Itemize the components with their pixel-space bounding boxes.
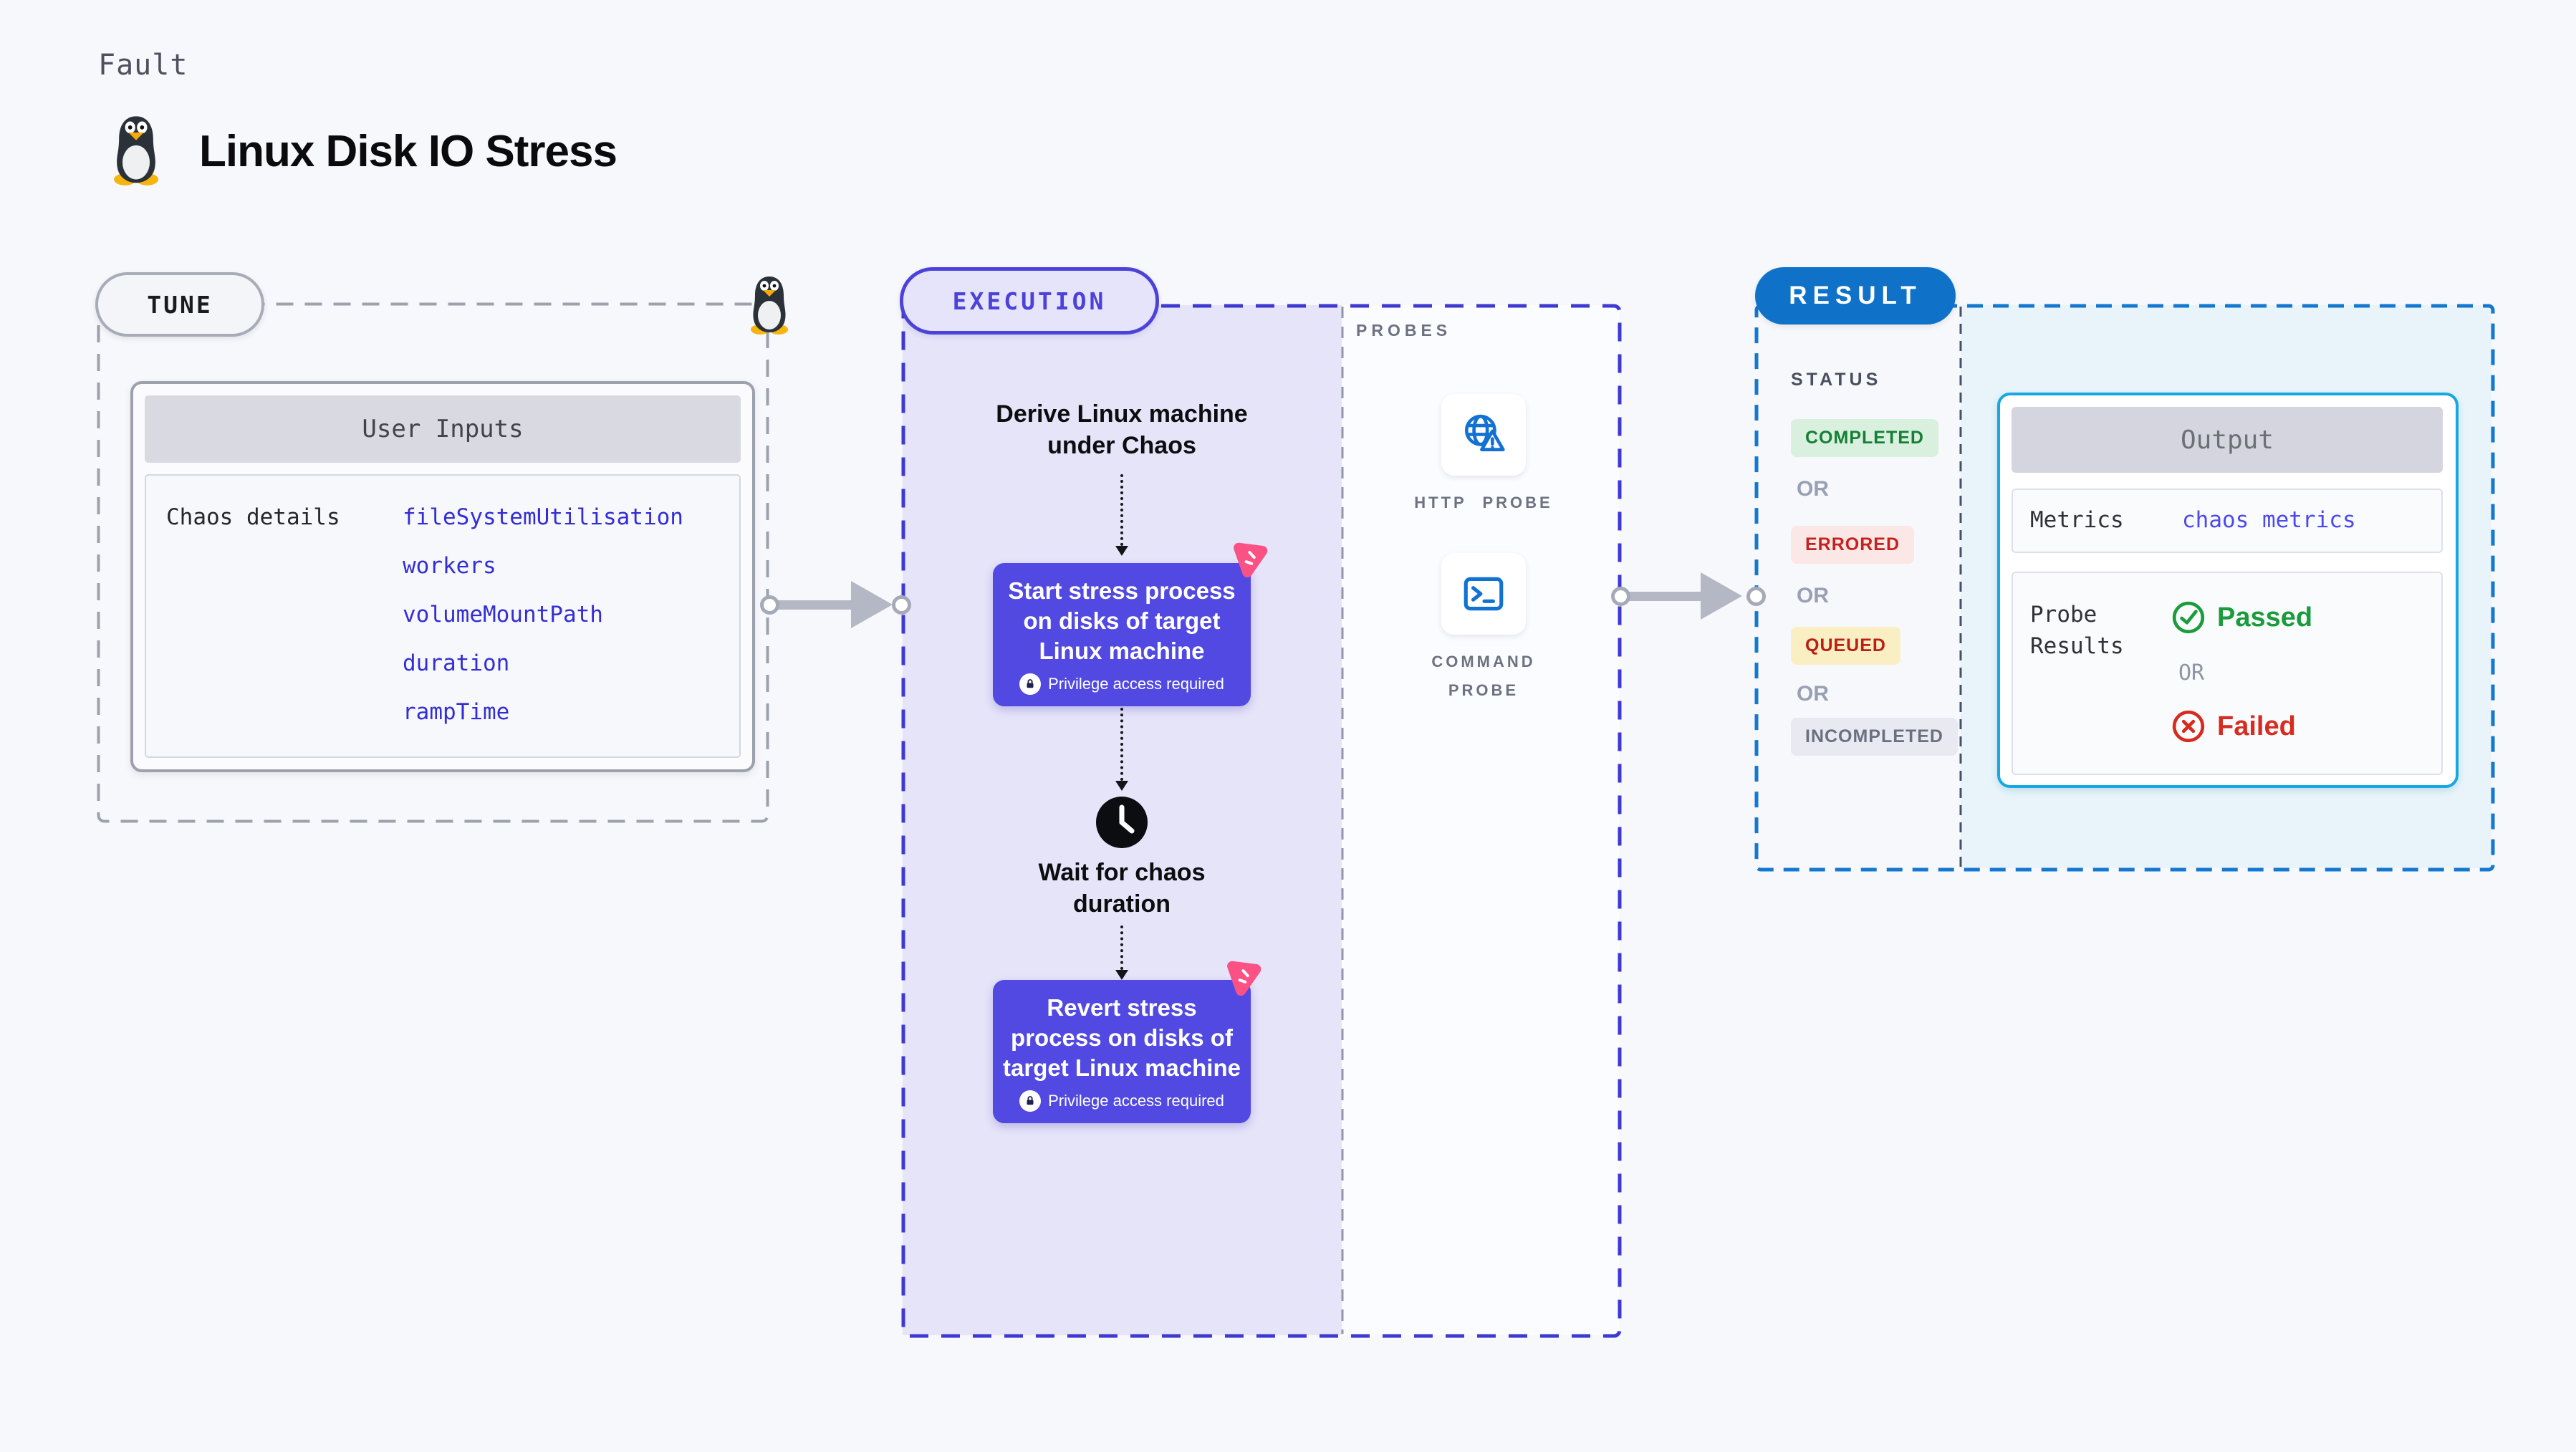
or-label: OR xyxy=(1797,477,1829,501)
probes-zone-label: PROBES xyxy=(1356,321,1452,340)
status-badge-completed: COMPLETED xyxy=(1791,419,1938,457)
clock-icon xyxy=(1095,795,1149,850)
start-stress-node: Start stress process on disks of target … xyxy=(993,563,1251,706)
execution-to-result-arrow-line xyxy=(1620,592,1703,601)
privilege-label: Privilege access required xyxy=(1048,1092,1224,1110)
connector-dot xyxy=(1611,587,1630,606)
derive-step-text: Derive Linux machine under Chaos xyxy=(996,400,1248,459)
flow-arrow-head xyxy=(1115,781,1128,791)
or-label: OR xyxy=(1797,584,1829,607)
or-label: OR xyxy=(1797,682,1829,706)
connector-dot xyxy=(1746,587,1766,606)
flow-arrow-head xyxy=(1115,546,1128,556)
probe-results-row: Probe Results Passed OR Failed xyxy=(2012,572,2443,775)
output-card-header: Output xyxy=(2012,407,2443,473)
command-probe-card xyxy=(1441,553,1526,635)
flow-arrow xyxy=(1120,474,1123,546)
flow-arrow xyxy=(1120,708,1123,781)
status-badge-queued: QUEUED xyxy=(1791,627,1900,665)
execution-to-result-arrow-head xyxy=(1701,572,1742,620)
x-circle-icon xyxy=(2172,710,2205,743)
page-title: Linux Disk IO Stress xyxy=(199,127,617,176)
tune-value: fileSystemUtilisation xyxy=(403,504,683,530)
wait-step-text: Wait for chaos duration xyxy=(1038,859,1206,918)
http-probe-card xyxy=(1441,394,1526,476)
status-column-label: STATUS xyxy=(1791,370,1882,390)
linux-penguin-icon xyxy=(105,115,168,186)
result-section-pill: RESULT xyxy=(1755,267,1956,324)
http-probe-label: HTTP PROBE xyxy=(1414,494,1553,511)
privilege-row: Privilege access required xyxy=(1000,673,1244,695)
chaos-details-label: Chaos details xyxy=(166,504,340,530)
tune-value: duration xyxy=(403,650,510,676)
tune-value: volumeMountPath xyxy=(403,602,603,628)
status-badge-incompleted: INCOMPLETED xyxy=(1791,718,1958,756)
tune-section-label: TUNE xyxy=(147,290,213,319)
connector-dot xyxy=(760,595,779,615)
fault-kicker: Fault xyxy=(98,49,188,82)
chaos-spark-icon xyxy=(1219,952,1269,1002)
privilege-row: Privilege access required xyxy=(1000,1090,1244,1112)
tune-to-execution-arrow-head xyxy=(851,581,893,628)
metrics-label: Metrics xyxy=(2030,507,2124,533)
command-probe-label: COMMAND PROBE xyxy=(1431,653,1536,699)
globe-warning-icon xyxy=(1464,414,1505,451)
terminal-icon xyxy=(1464,577,1504,611)
lock-icon xyxy=(1019,1090,1042,1112)
tune-value: rampTime xyxy=(403,699,510,725)
check-circle-icon xyxy=(2172,601,2205,634)
chaos-spark-icon xyxy=(1226,534,1276,584)
failed-row: Failed xyxy=(2171,709,2296,744)
passed-label: Passed xyxy=(2217,602,2313,633)
privilege-label: Privilege access required xyxy=(1048,675,1224,693)
metrics-value: chaos metrics xyxy=(2182,507,2356,533)
connector-dot xyxy=(892,595,911,615)
revert-stress-node: Revert stress process on disks of target… xyxy=(993,980,1251,1123)
execution-section-label: EXECUTION xyxy=(952,287,1107,315)
tune-to-execution-arrow-line xyxy=(769,600,854,610)
user-inputs-header: User Inputs xyxy=(145,395,741,463)
or-label: OR xyxy=(2178,660,2205,686)
probe-results-label: Probe Results xyxy=(2030,602,2124,659)
result-section-label: RESULT xyxy=(1789,282,1922,309)
failed-label: Failed xyxy=(2217,711,2296,741)
flow-arrow-head xyxy=(1115,970,1128,980)
metrics-row: Metrics chaos metrics xyxy=(2012,489,2443,553)
tune-value: workers xyxy=(403,553,496,579)
passed-row: Passed xyxy=(2171,600,2312,635)
tune-section-pill: TUNE xyxy=(95,272,264,337)
execution-section-pill: EXECUTION xyxy=(900,267,1159,335)
flow-arrow xyxy=(1120,925,1123,970)
tux-penguin-icon xyxy=(746,274,792,337)
status-badge-errored: ERRORED xyxy=(1791,526,1915,564)
lock-icon xyxy=(1019,673,1042,695)
